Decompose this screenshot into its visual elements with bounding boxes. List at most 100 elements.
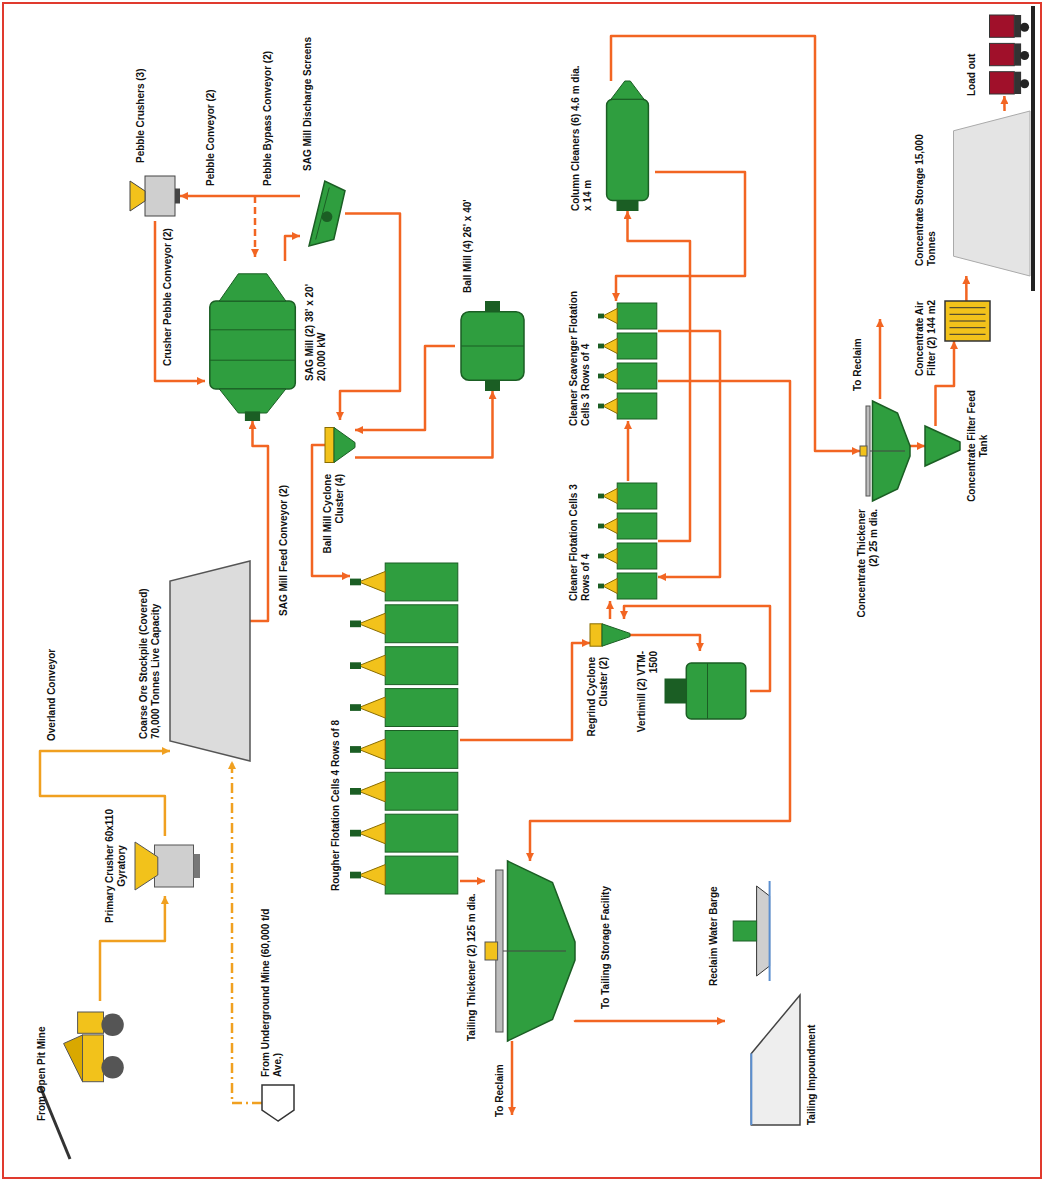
equipment-icon <box>665 651 750 731</box>
equipment-node: Concentrate Air Filter (2) 144 m2 <box>945 301 990 341</box>
process-stream <box>630 635 700 651</box>
equipment-node: From Underground Mine (60,000 t/d Ave.) <box>262 1085 294 1121</box>
equipment-label: Concentrate Air Filter (2) 144 m2 <box>914 276 938 376</box>
equipment-label: Tailing Impoundment <box>806 985 818 1125</box>
equipment-icon <box>485 861 575 1041</box>
equipment-label: Ball Mill (4) 26' x 40' <box>462 183 474 293</box>
equipment-label: Tailing Thickener (2) 125 m dia. <box>466 891 478 1041</box>
equipment-label: Rougher Flotation Cells 4 Rows of 8 <box>330 641 342 891</box>
process-stream <box>1003 96 1006 111</box>
label-text: Cleaner Flotation Cells 3 Rows of 4 <box>568 476 592 601</box>
equipment-icon <box>985 11 1030 96</box>
equipment-icon <box>598 301 658 421</box>
equipment-node: Pebble Crushers (3) <box>130 171 180 221</box>
equipment-icon <box>945 111 1030 276</box>
process-stream <box>232 761 262 1103</box>
equipment-icon <box>135 836 200 896</box>
label-text: Regrind Cyclone Cluster (2) <box>586 657 610 751</box>
equipment-node: Tailing Impoundment <box>725 995 800 1125</box>
equipment-icon <box>860 401 910 501</box>
equipment-icon <box>945 301 990 341</box>
stream-label: Pebble Bypass Conveyor (2) <box>262 36 274 186</box>
equipment-icon <box>262 1085 294 1121</box>
process-stream <box>611 36 860 451</box>
label-text: Pebble Crushers (3) <box>135 53 147 163</box>
equipment-node: Ball Mill Cyclone Cluster (4) <box>325 420 355 470</box>
label-text: From Underground Mine (60,000 t/d Ave.) <box>260 887 284 1077</box>
overflow-line <box>511 1041 514 1115</box>
equipment-node: SAG Mill (2) 38' x 20' 20,000 kW <box>205 261 300 421</box>
equipment-node: Vertimill (2) VTM-1500 <box>665 651 750 731</box>
equipment-icon <box>728 881 780 981</box>
equipment-icon <box>350 561 460 896</box>
equipment-node: Concentrate Filter Feed Tank <box>925 426 960 466</box>
label-text: Vertimill (2) VTM-1500 <box>636 651 660 751</box>
frame-border <box>3 3 1041 1178</box>
equipment-node: Column Cleaners (6) 4.6 m dia. x 14 m <box>600 81 655 211</box>
equipment-label: Coarse Ore Stockpile (Covered) 70,000 To… <box>138 559 162 739</box>
ground-line <box>1031 6 1035 291</box>
equipment-node: Primary Crusher 60x110 Gyratory <box>135 836 200 896</box>
process-stream <box>575 1019 725 1022</box>
equipment-icon <box>725 995 800 1125</box>
equipment-icon <box>925 426 960 466</box>
equipment-label: Cleaner Flotation Cells 3 Rows of 4 <box>568 476 592 601</box>
equipment-node: Tailing Thickener (2) 125 m dia. <box>485 861 575 1041</box>
equipment-label: Ball Mill Cyclone Cluster (4) <box>322 474 346 556</box>
process-stream <box>340 214 400 421</box>
equipment-node: Cleaner Flotation Cells 3 Rows of 4 <box>598 481 658 601</box>
equipment-node: Concentrate Storage 15,000 Tonnes <box>945 111 1030 276</box>
equipment-icon <box>598 481 658 601</box>
equipment-node: From Open Pit Mine <box>58 1001 128 1086</box>
label-text: Concentrate Air Filter (2) 144 m2 <box>914 276 938 376</box>
label-text: Column Cleaners (6) 4.6 m dia. x 14 m <box>570 61 594 211</box>
label-text: Tailing Thickener (2) 125 m dia. <box>466 891 478 1041</box>
equipment-label: SAG Mill Discharge Screens <box>302 31 314 171</box>
overflow-line <box>879 319 882 399</box>
stream-label: To Tailing Storage Facility <box>600 879 612 1009</box>
label-text: SAG Mill (2) 38' x 20' 20,000 kW <box>304 263 328 381</box>
equipment-node: Ball Mill (4) 26' x 40' <box>455 301 530 391</box>
stream-label: SAG Mill Feed Conveyor (2) <box>278 446 290 616</box>
equipment-label: Column Cleaners (6) 4.6 m dia. x 14 m <box>570 61 594 211</box>
equipment-node: Rougher Flotation Cells 4 Rows of 8 <box>350 561 460 896</box>
process-stream <box>460 643 590 740</box>
label-text: Ball Mill Cyclone Cluster (4) <box>322 474 346 556</box>
equipment-label: Regrind Cyclone Cluster (2) <box>586 657 610 751</box>
label-text: Concentrate Thickener (2) 25 m dia. <box>856 509 880 621</box>
label-text: Tailing Impoundment <box>806 985 818 1125</box>
bypass-line <box>254 196 257 257</box>
process-stream <box>627 421 630 481</box>
equipment-node: SAG Mill Discharge Screens <box>300 181 345 246</box>
label-text: Ball Mill (4) 26' x 40' <box>462 183 474 293</box>
equipment-label: From Open Pit Mine <box>36 951 48 1121</box>
equipment-icon <box>600 81 655 211</box>
label-text: Rougher Flotation Cells 4 Rows of 8 <box>330 641 342 891</box>
process-stream <box>285 236 300 261</box>
equipment-icon <box>130 171 180 221</box>
stream-label: To Reclaim <box>494 1045 506 1117</box>
equipment-label: Load out <box>966 16 978 96</box>
process-stream <box>312 445 350 576</box>
equipment-label: Concentrate Filter Feed Tank <box>966 381 990 511</box>
label-text: Primary Crusher 60x110 Gyratory <box>104 806 128 926</box>
equipment-icon <box>300 181 345 246</box>
stream-label: Pebble Conveyor (2) <box>205 66 217 186</box>
process-stream <box>460 880 485 883</box>
equipment-icon <box>455 301 530 391</box>
stream-label: Overland Conveyor <box>46 611 58 741</box>
label-text: Load out <box>966 16 978 96</box>
process-stream <box>530 381 790 861</box>
equipment-node: Cleaner Scavenger Flotation Cells 3 Rows… <box>598 301 658 421</box>
equipment-label: Primary Crusher 60x110 Gyratory <box>104 806 128 926</box>
process-stream <box>609 601 612 619</box>
equipment-icon <box>325 420 355 470</box>
equipment-icon <box>590 619 630 651</box>
label-text: Coarse Ore Stockpile (Covered) 70,000 To… <box>138 559 162 739</box>
process-stream <box>180 195 300 198</box>
equipment-label: From Underground Mine (60,000 t/d Ave.) <box>260 887 284 1077</box>
label-text: Reclaim Water Barge <box>708 856 720 986</box>
equipment-label: SAG Mill (2) 38' x 20' 20,000 kW <box>304 263 328 381</box>
label-text: Cleaner Scavenger Flotation Cells 3 Rows… <box>568 286 592 426</box>
